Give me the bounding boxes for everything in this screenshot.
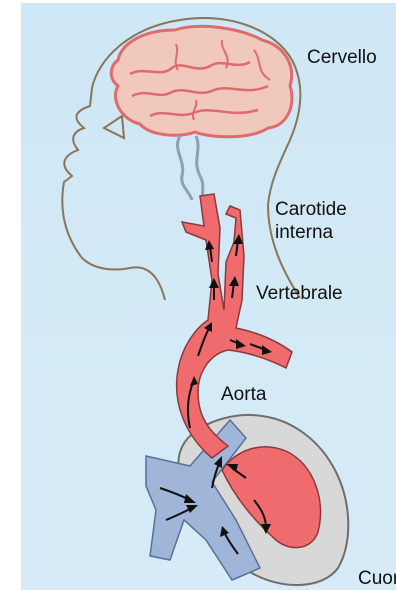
label-heart: Cuore (358, 567, 396, 590)
vessel-to-brain-2 (196, 136, 204, 200)
brain-graphic (111, 26, 292, 136)
ear-shape (104, 116, 124, 138)
label-internal-carotid: Carotide interna (275, 198, 385, 244)
label-vertebral: Vertebrale (256, 282, 343, 305)
vessel-to-brain-1 (177, 136, 192, 200)
label-brain: Cervello (307, 46, 377, 69)
label-aorta: Aorta (221, 383, 266, 406)
head-outline-neck (82, 258, 165, 300)
